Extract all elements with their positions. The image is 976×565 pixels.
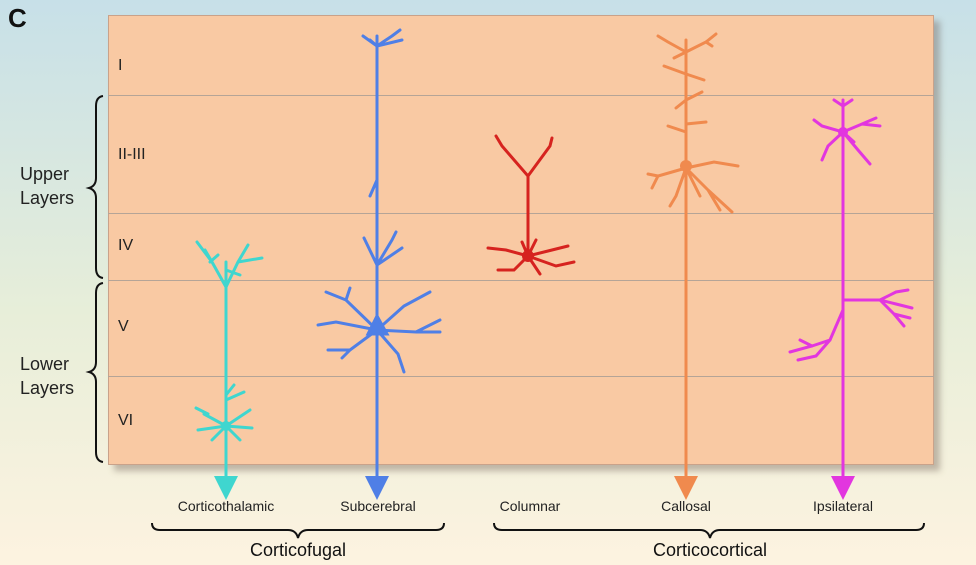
corticofugal-brace <box>152 523 444 538</box>
corticocortical-label: Corticocortical <box>653 540 767 561</box>
corticothalamic-label: Corticothalamic <box>178 498 274 514</box>
corticothalamic-neuron <box>196 242 262 488</box>
subcerebral-label: Subcerebral <box>340 498 416 514</box>
callosal-label: Callosal <box>661 498 711 514</box>
columnar-label: Columnar <box>500 498 561 514</box>
ipsilateral-label: Ipsilateral <box>813 498 873 514</box>
ipsilateral-neuron <box>790 100 912 488</box>
callosal-neuron <box>648 34 738 488</box>
corticocortical-brace <box>494 523 924 538</box>
corticofugal-label: Corticofugal <box>250 540 346 561</box>
subcerebral-neuron <box>318 30 440 488</box>
upper-layers-brace <box>89 96 103 278</box>
lower-layers-brace <box>89 283 103 462</box>
columnar-neuron <box>488 136 574 274</box>
